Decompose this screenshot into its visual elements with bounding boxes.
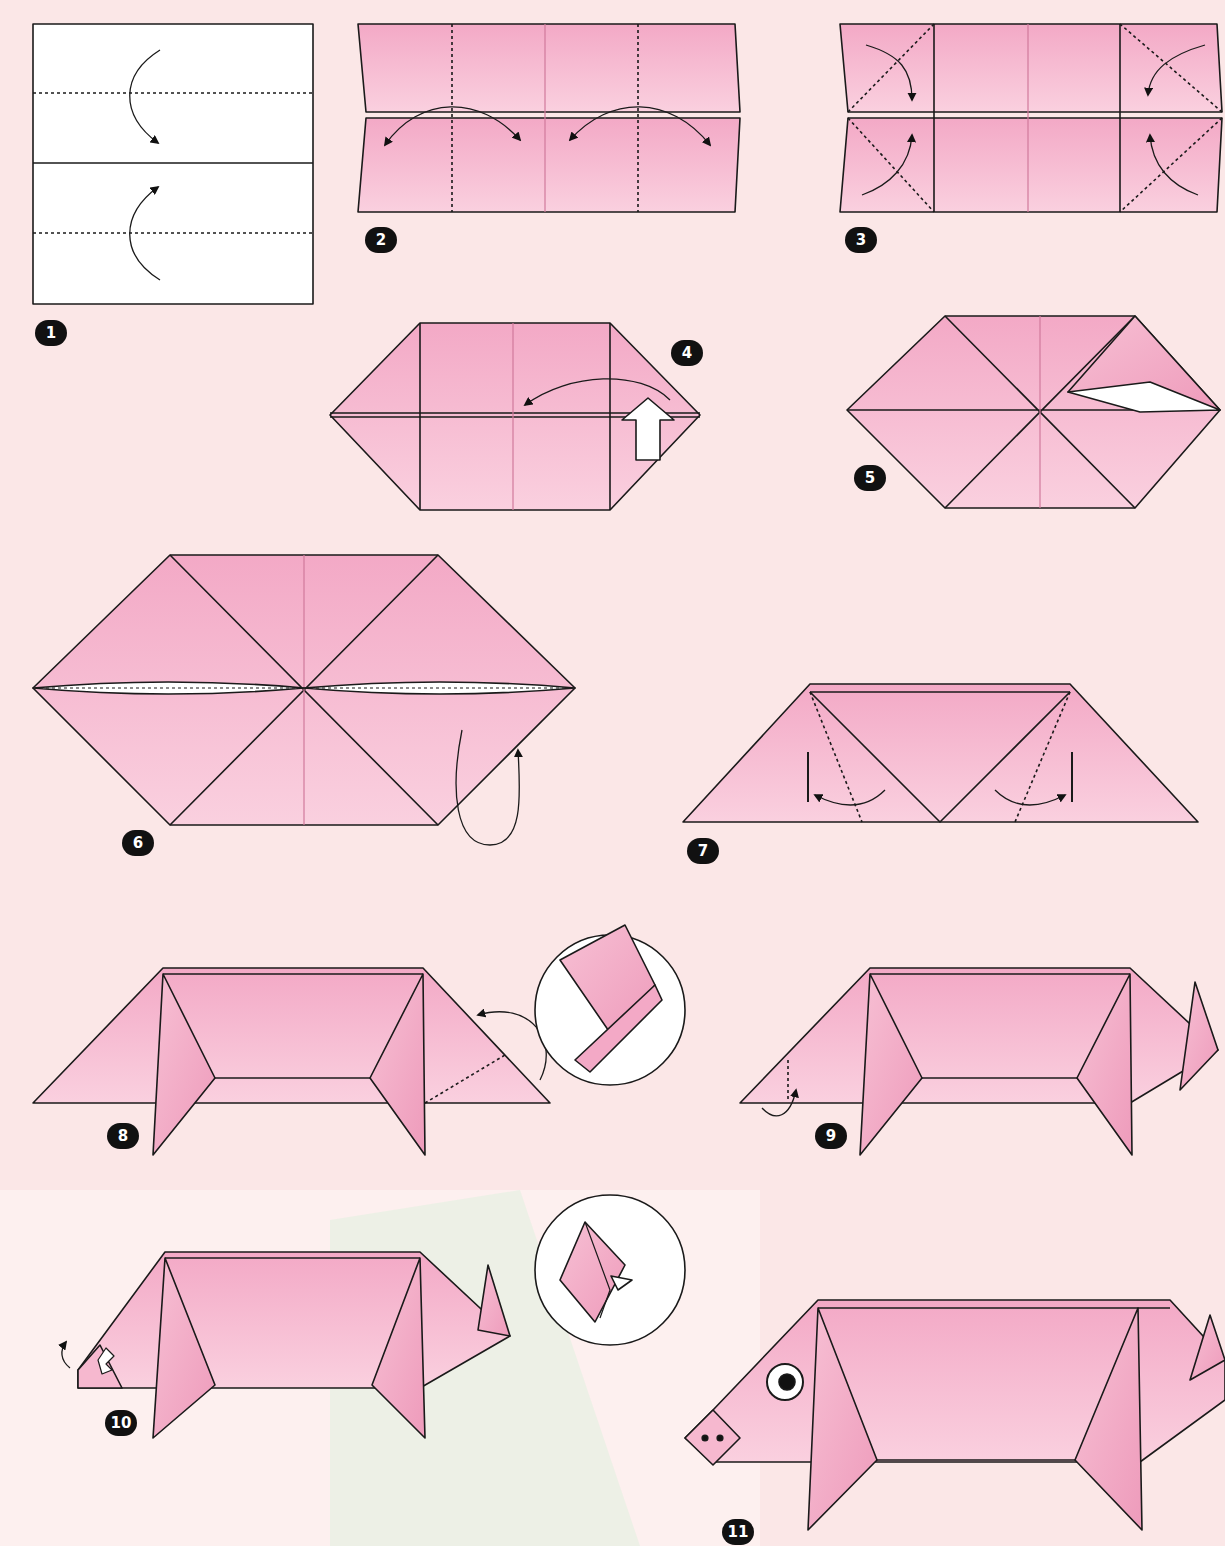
callout-number: 11: [722, 1519, 754, 1545]
callout-number: 6: [122, 830, 154, 856]
callout-number: 8: [107, 1123, 139, 1149]
callout-number: 1: [35, 320, 67, 346]
callout-number: 7: [687, 838, 719, 864]
callout-number: 4: [671, 340, 703, 366]
callout-number: 2: [365, 227, 397, 253]
callout-number: 3: [845, 227, 877, 253]
callout-number: 9: [815, 1123, 847, 1149]
callout-number: 10: [105, 1410, 137, 1436]
callout-number: 5: [854, 465, 886, 491]
